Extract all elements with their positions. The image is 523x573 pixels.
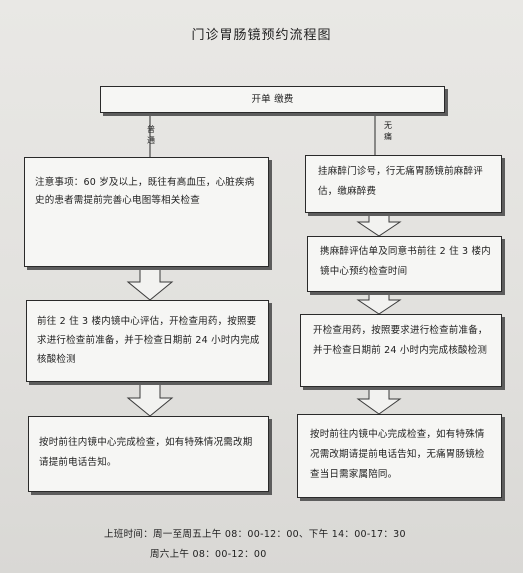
normal-step-1-text: 注意事项：60 岁及以上，既往有高血压，心脏疾病史的患者需提前完善心电图等相关检… [35, 177, 255, 206]
painless-step-2-box: 携麻醉评估单及同意书前往 2 住 3 楼内镜中心预约检查时间 [307, 236, 502, 292]
arrow-down-normal-1 [126, 267, 174, 301]
painless-step-2-text: 携麻醉评估单及同意书前往 2 住 3 楼内镜中心预约检查时间 [320, 246, 491, 277]
branch-label-painless: 无痛 [384, 121, 392, 141]
page-title: 门诊胃肠镜预约流程图 [191, 28, 332, 43]
normal-step-3-box: 按时前往内镜中心完成检查，如有特殊情况需改期请提前电话告知。 [28, 416, 269, 492]
start-box: 开单 缴费 [100, 86, 445, 113]
arrow-down-painless-3 [356, 386, 402, 415]
normal-step-3-text: 按时前往内镜中心完成检查，如有特殊情况需改期请提前电话告知。 [39, 437, 253, 468]
painless-step-4-box: 按时前往内镜中心完成检查，如有特殊情况需改期请提前电话告知，无痛胃肠镜检查当日需… [297, 414, 502, 498]
normal-step-2-text: 前往 2 住 3 楼内镜中心评估，开检查用药，按照要求进行检查前准备，并于检查日… [37, 316, 260, 365]
start-box-text: 开单 缴费 [251, 94, 294, 105]
painless-step-1-text: 挂麻醉门诊号，行无痛胃肠镜前麻醉评估，缴麻醉费 [318, 166, 483, 197]
arrow-down-painless-1 [356, 213, 402, 237]
normal-step-1-box: 注意事项：60 岁及以上，既往有高血压，心脏疾病史的患者需提前完善心电图等相关检… [24, 157, 269, 267]
hours-saturday: 周六上午 08：00-12：00 [150, 549, 267, 560]
hours-weekday: 上班时间：周一至周五上午 08：00-12：00、下午 14：00-17：30 [104, 529, 406, 540]
painless-step-3-box: 开检查用药，按照要求进行检查前准备，并于检查日期前 24 小时内完成核酸检测 [300, 314, 502, 387]
branch-label-normal: 普通 [147, 125, 155, 145]
painless-step-4-text: 按时前往内镜中心完成检查，如有特殊情况需改期请提前电话告知，无痛胃肠镜检查当日需… [310, 429, 485, 480]
arrow-down-normal-2 [126, 383, 174, 417]
painless-step-1-box: 挂麻醉门诊号，行无痛胃肠镜前麻醉评估，缴麻醉费 [305, 155, 502, 213]
painless-step-3-text: 开检查用药，按照要求进行检查前准备，并于检查日期前 24 小时内完成核酸检测 [313, 325, 488, 356]
normal-step-2-box: 前往 2 住 3 楼内镜中心评估，开检查用药，按照要求进行检查前准备，并于检查日… [26, 300, 269, 382]
arrow-down-painless-2 [356, 291, 402, 315]
